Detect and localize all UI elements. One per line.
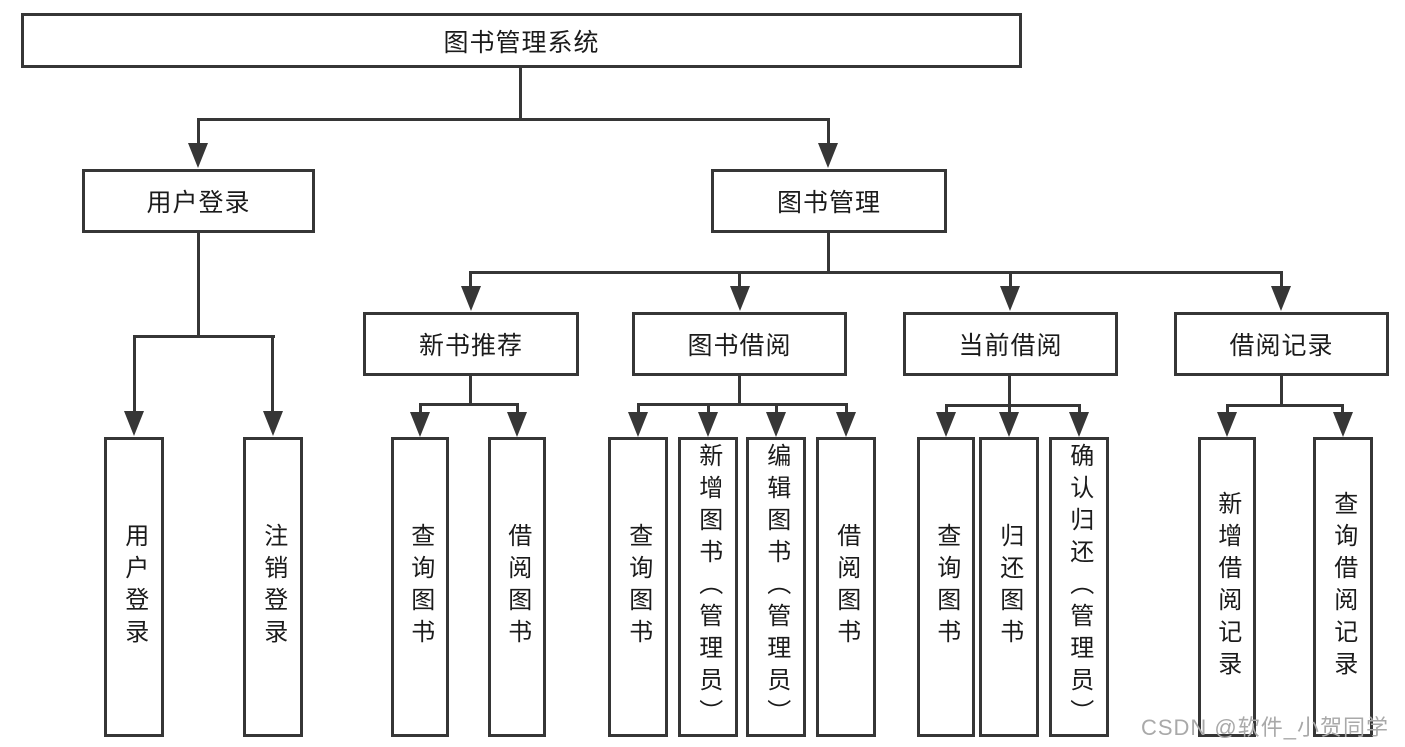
connector-stem-book-management <box>827 118 830 145</box>
connector-stem <box>775 403 778 414</box>
connector-user-login-h-line <box>133 335 275 338</box>
connector-stem-borrow-records <box>1280 271 1283 287</box>
arrow-down-icon <box>1217 412 1237 437</box>
connector-book-borrow-v-line <box>738 375 741 405</box>
connector-stem-current-borrow <box>1009 271 1012 287</box>
connector-borrow-records-v-line <box>1280 375 1283 406</box>
arrow-down-icon <box>766 412 786 437</box>
node-user-login-label: 用户登录 <box>146 189 251 217</box>
connector-stem <box>1341 404 1344 414</box>
connector-stem <box>419 403 422 414</box>
node-borrow-records: 借阅记录 <box>1174 312 1389 376</box>
connector-stem <box>707 403 710 414</box>
leaf-query-books-recommend-label: 查询图书 <box>406 523 434 651</box>
node-new-book-recommend-label: 新书推荐 <box>418 332 523 360</box>
connector-stem <box>516 403 519 414</box>
leaf-add-books-admin-label: 新增图书（管理员） <box>694 443 722 731</box>
node-current-borrow: 当前借阅 <box>903 312 1118 376</box>
connector-stem <box>637 403 640 414</box>
arrow-down-icon <box>1271 286 1291 311</box>
connector-level3-h-line <box>469 271 1283 274</box>
leaf-add-borrow-record: 新增借阅记录 <box>1198 437 1256 737</box>
leaf-add-books-admin: 新增图书（管理员） <box>678 437 738 737</box>
arrow-down-icon <box>1000 286 1020 311</box>
node-book-borrow: 图书借阅 <box>632 312 847 376</box>
arrow-down-icon <box>730 286 750 311</box>
arrow-down-icon <box>818 143 838 168</box>
connector-stem <box>845 403 848 414</box>
connector-stem <box>1078 404 1081 414</box>
arrow-down-icon <box>410 412 430 437</box>
connector-new-book-v-line <box>469 375 472 405</box>
leaf-query-books-borrow: 查询图书 <box>608 437 668 737</box>
arrow-down-icon <box>836 412 856 437</box>
node-book-management-label: 图书管理 <box>776 189 881 217</box>
node-current-borrow-label: 当前借阅 <box>958 332 1063 360</box>
leaf-borrow-books-label: 借阅图书 <box>832 523 860 651</box>
arrow-down-icon <box>1333 412 1353 437</box>
connector-current-borrow-h-line <box>945 404 1080 407</box>
leaf-query-books-current: 查询图书 <box>917 437 975 737</box>
node-library-system: 图书管理系统 <box>21 13 1022 68</box>
leaf-logout-label: 注销登录 <box>259 523 287 651</box>
node-new-book-recommend: 新书推荐 <box>363 312 579 376</box>
arrow-down-icon <box>263 411 283 436</box>
leaf-edit-books-admin-label: 编辑图书（管理员） <box>762 443 790 731</box>
connector-root-v-line <box>519 67 522 120</box>
arrow-down-icon <box>628 412 648 437</box>
connector-new-book-h-line <box>419 403 519 406</box>
connector-stem <box>1008 404 1011 414</box>
leaf-user-login: 用户登录 <box>104 437 164 737</box>
arrow-down-icon <box>698 412 718 437</box>
node-user-login: 用户登录 <box>82 169 315 233</box>
leaf-borrow-books-recommend-label: 借阅图书 <box>503 523 531 651</box>
leaf-query-books-recommend: 查询图书 <box>391 437 449 737</box>
arrow-down-icon <box>188 143 208 168</box>
leaf-borrow-books: 借阅图书 <box>816 437 876 737</box>
arrow-down-icon <box>124 411 144 436</box>
leaf-return-books-label: 归还图书 <box>995 523 1023 651</box>
connector-book-management-v-line <box>827 232 830 273</box>
leaf-confirm-return-admin-label: 确认归还（管理员） <box>1065 443 1093 731</box>
node-book-management: 图书管理 <box>711 169 947 233</box>
connector-stem-leaf-logout <box>271 335 274 412</box>
connector-stem <box>945 404 948 414</box>
arrow-down-icon <box>461 286 481 311</box>
leaf-add-borrow-record-label: 新增借阅记录 <box>1213 491 1241 683</box>
csdn-watermark: CSDN @软件_小贺同学 <box>1140 715 1389 740</box>
leaf-logout: 注销登录 <box>243 437 303 737</box>
leaf-borrow-books-recommend: 借阅图书 <box>488 437 546 737</box>
node-borrow-records-label: 借阅记录 <box>1229 332 1334 360</box>
connector-current-borrow-v-line <box>1008 375 1011 406</box>
leaf-confirm-return-admin: 确认归还（管理员） <box>1049 437 1109 737</box>
leaf-user-login-label: 用户登录 <box>120 523 148 651</box>
leaf-return-books: 归还图书 <box>979 437 1039 737</box>
connector-user-login-v-line <box>197 232 200 337</box>
leaf-query-borrow-record-label: 查询借阅记录 <box>1329 491 1357 683</box>
arrow-down-icon <box>999 412 1019 437</box>
leaf-query-books-current-label: 查询图书 <box>932 523 960 651</box>
arrow-down-icon <box>507 412 527 437</box>
connector-stem-user-login <box>197 118 200 145</box>
leaf-edit-books-admin: 编辑图书（管理员） <box>746 437 806 737</box>
connector-stem-leaf-user-login <box>133 335 136 412</box>
connector-book-borrow-h-line <box>637 403 847 406</box>
leaf-query-borrow-record: 查询借阅记录 <box>1313 437 1373 737</box>
connector-borrow-records-h-line <box>1226 404 1344 407</box>
node-book-borrow-label: 图书借阅 <box>687 332 792 360</box>
connector-stem-new-book <box>469 271 472 287</box>
arrow-down-icon <box>936 412 956 437</box>
connector-stem <box>1226 404 1229 414</box>
arrow-down-icon <box>1069 412 1089 437</box>
node-library-system-label: 图书管理系统 <box>443 28 600 57</box>
connector-root-h-line <box>197 118 830 121</box>
leaf-query-books-borrow-label: 查询图书 <box>624 523 652 651</box>
connector-stem-book-borrow <box>738 271 741 287</box>
